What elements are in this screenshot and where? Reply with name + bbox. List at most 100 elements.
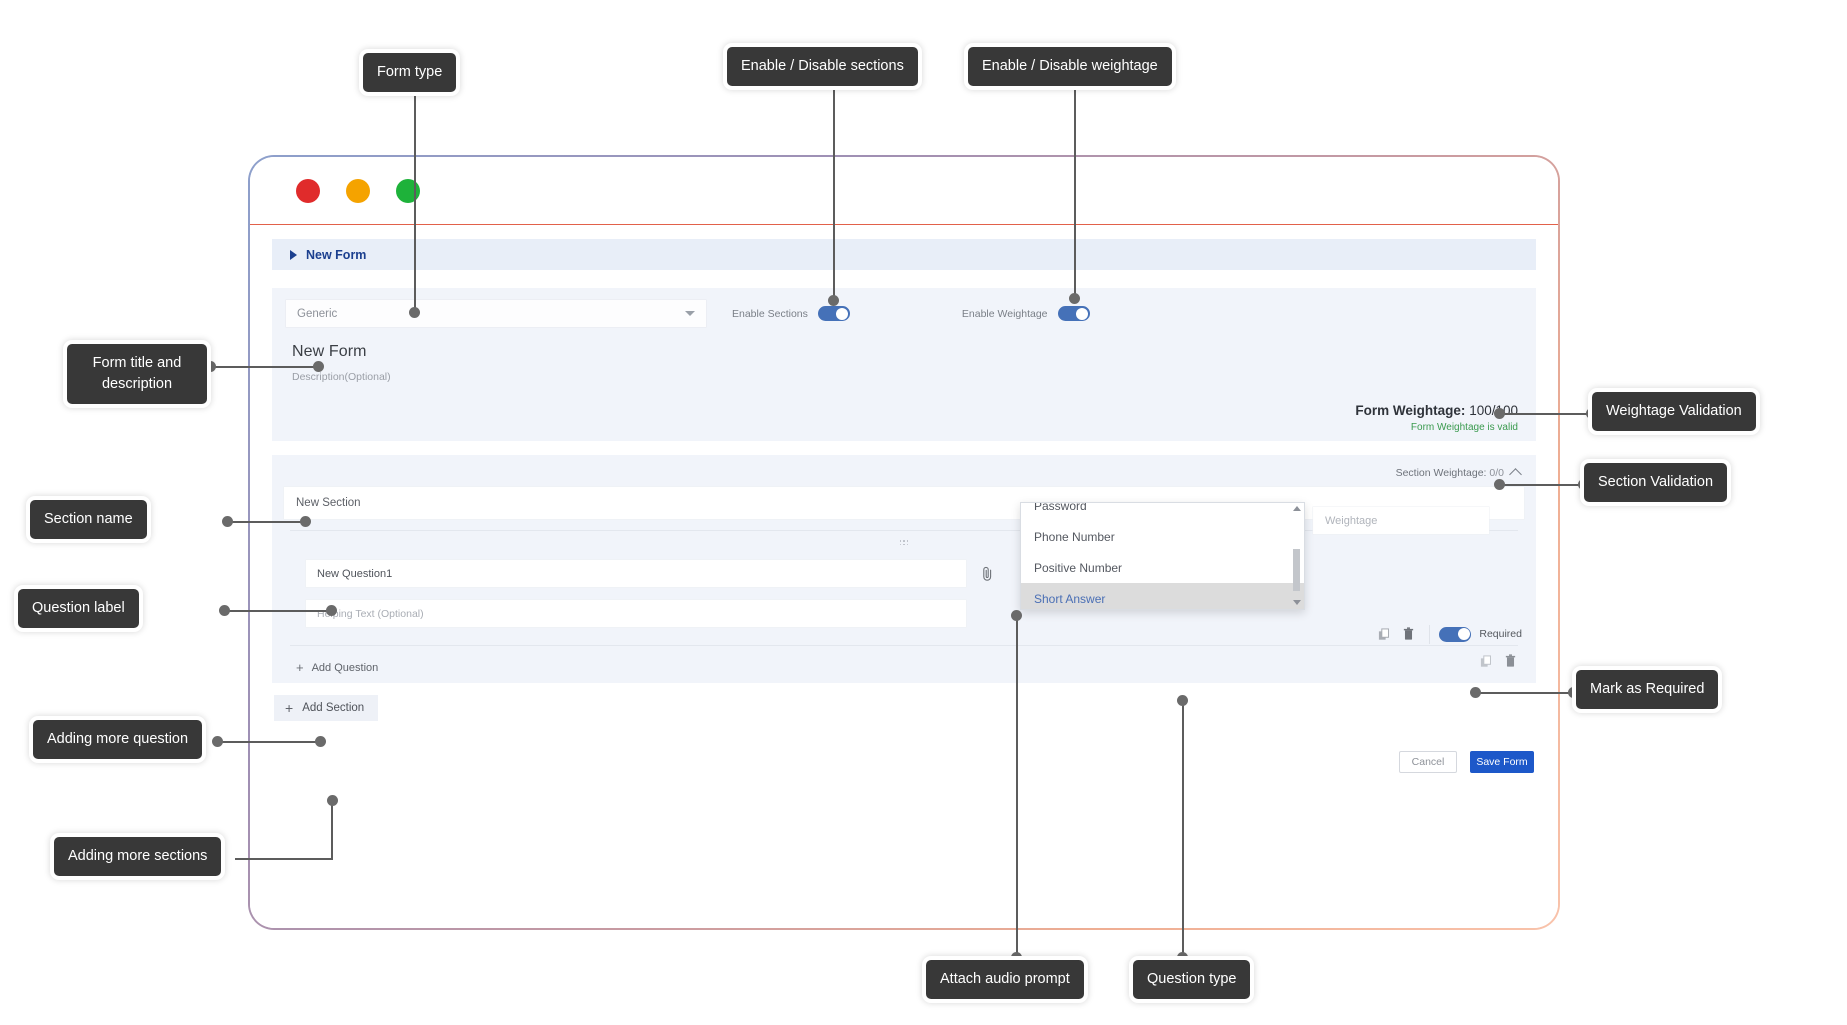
toggle-knob: [1457, 628, 1470, 640]
question-type-option[interactable]: Phone Number: [1034, 529, 1115, 544]
dot: [899, 543, 902, 546]
enable-sections-group[interactable]: Enable Sections: [732, 306, 850, 321]
leader-endpoint: [327, 795, 338, 806]
leader-endpoint: [1011, 952, 1022, 963]
form-description-input[interactable]: Description(Optional): [292, 371, 391, 383]
minimize-window-icon[interactable]: [346, 178, 370, 203]
leader-endpoint: [1470, 687, 1481, 698]
leader-endpoint: [212, 736, 223, 747]
form-weightage-valid-text: Form Weightage is valid: [1410, 422, 1518, 433]
question-type-option-selected[interactable]: Short Answer: [1021, 583, 1304, 609]
cancel-button[interactable]: Cancel: [1399, 751, 1457, 773]
enable-weightage-label: Enable Weightage: [961, 307, 1048, 320]
question-block: New Question1 Helping Text (Optional): [284, 560, 1524, 627]
leader-endpoint: [219, 605, 230, 616]
scrollbar-thumb[interactable]: [1293, 549, 1300, 591]
question-divider: [290, 645, 1518, 646]
question-type-option[interactable]: Positive Number: [1034, 560, 1123, 575]
leader-endpoint: [409, 307, 420, 318]
drag-dots-icon: [899, 540, 909, 546]
enable-sections-toggle[interactable]: [817, 306, 850, 321]
duplicate-section-icon[interactable]: [1474, 649, 1498, 673]
plus-icon: +: [296, 660, 304, 675]
required-label: Required: [1479, 628, 1522, 640]
dot: [903, 543, 905, 546]
annotation-section-validation: Section Validation: [1584, 463, 1728, 503]
leader-endpoint: [1494, 479, 1505, 490]
form-meta-card: Generic Enable Sections Enable Weightage: [272, 288, 1536, 441]
form-title-input[interactable]: New Form: [292, 343, 367, 360]
leader-endpoint: [1177, 952, 1188, 963]
section-weightage-text: Section Weightage: 0/0: [1396, 467, 1504, 479]
breadcrumb[interactable]: New Form: [272, 239, 1536, 270]
leader-endpoint: [315, 736, 326, 747]
drag-handle[interactable]: [284, 540, 1524, 546]
section-weightage-input[interactable]: Weightage: [1313, 507, 1489, 534]
delete-section-icon[interactable]: [1498, 649, 1522, 673]
leader-line: [1182, 700, 1184, 962]
annotation-form-title-desc: Form title and description: [67, 344, 207, 405]
leader-endpoint: [1494, 408, 1505, 419]
add-section-label: Add Section: [302, 702, 365, 714]
leader-line: [225, 610, 335, 612]
annotation-adding-more-question: Adding more question: [33, 720, 203, 760]
leader-line: [1500, 484, 1585, 486]
leader-endpoint: [1586, 408, 1597, 419]
scroll-up-arrow-icon[interactable]: [1292, 506, 1301, 511]
leader-endpoint: [205, 361, 216, 372]
chevron-down-icon[interactable]: [685, 311, 695, 316]
question-label-row: New Question1: [306, 560, 1510, 587]
attach-audio-icon[interactable]: [972, 560, 1002, 587]
question-type-list: Password Phone Number Positive Number Sh…: [1021, 502, 1304, 609]
annotation-question-type: Question type: [1133, 960, 1251, 1000]
required-toggle[interactable]: [1439, 626, 1472, 642]
app-body: New Form Generic Enable Sections: [250, 225, 1558, 928]
leader-endpoint: [1011, 610, 1022, 621]
enable-weightage-toggle[interactable]: [1057, 306, 1090, 321]
scroll-down-arrow-icon[interactable]: [1292, 600, 1301, 605]
add-question-button[interactable]: + Add Question: [294, 659, 384, 676]
section-weightage-label: Section Weightage:: [1395, 467, 1487, 479]
question-type-dropdown[interactable]: Password Phone Number Positive Number Sh…: [1020, 502, 1305, 610]
leader-endpoint: [1069, 293, 1080, 304]
leader-endpoint: [1177, 695, 1188, 706]
form-type-select[interactable]: Generic: [286, 300, 706, 327]
dot: [906, 540, 909, 542]
section-weightage-row: Section Weightage: 0/0: [284, 465, 1524, 481]
annotation-mark-required: Mark as Required: [1576, 670, 1719, 710]
enable-weightage-group[interactable]: Enable Weightage: [962, 306, 1090, 321]
expand-triangle-icon[interactable]: [290, 249, 297, 260]
save-form-button[interactable]: Save Form: [1470, 751, 1534, 773]
leader-line: [1476, 692, 1576, 694]
section-card: Section Weightage: 0/0 New Section: [272, 455, 1536, 683]
close-window-icon[interactable]: [296, 178, 320, 203]
leader-line: [331, 800, 333, 860]
leader-endpoint: [1578, 479, 1589, 490]
required-group[interactable]: Required: [1439, 626, 1522, 642]
annotation-weightage-validation: Weightage Validation: [1592, 392, 1756, 432]
section-divider: [290, 530, 1518, 531]
maximize-window-icon[interactable]: [396, 178, 420, 203]
annotation-attach-audio: Attach audio prompt: [926, 960, 1084, 1000]
form-weightage-label: Form Weightage:: [1355, 403, 1466, 418]
toggle-knob: [836, 307, 849, 320]
leader-endpoint: [828, 295, 839, 306]
footer-actions: Cancel Save Form: [272, 751, 1536, 773]
leader-endpoint: [313, 361, 324, 372]
leader-endpoint: [222, 516, 233, 527]
dropdown-scrollbar[interactable]: [1291, 505, 1302, 607]
annotation-form-type: Form type: [363, 53, 457, 93]
dot: [906, 543, 909, 546]
form-weightage-line: Form Weightage: 100/100: [286, 403, 1518, 418]
question-label-input[interactable]: New Question1: [306, 560, 966, 587]
browser-window-inner: New Form Generic Enable Sections: [250, 157, 1558, 928]
add-section-button[interactable]: + Add Section: [274, 695, 379, 721]
helping-text-input[interactable]: Helping Text (Optional): [306, 600, 966, 627]
duplicate-question-icon[interactable]: [1372, 622, 1396, 646]
question-type-option[interactable]: Password: [1034, 502, 1087, 513]
delete-question-icon[interactable]: [1396, 622, 1420, 646]
annotation-section-name: Section name: [30, 500, 147, 540]
leader-endpoint: [1568, 687, 1579, 698]
chevron-up-icon[interactable]: [1509, 468, 1522, 481]
